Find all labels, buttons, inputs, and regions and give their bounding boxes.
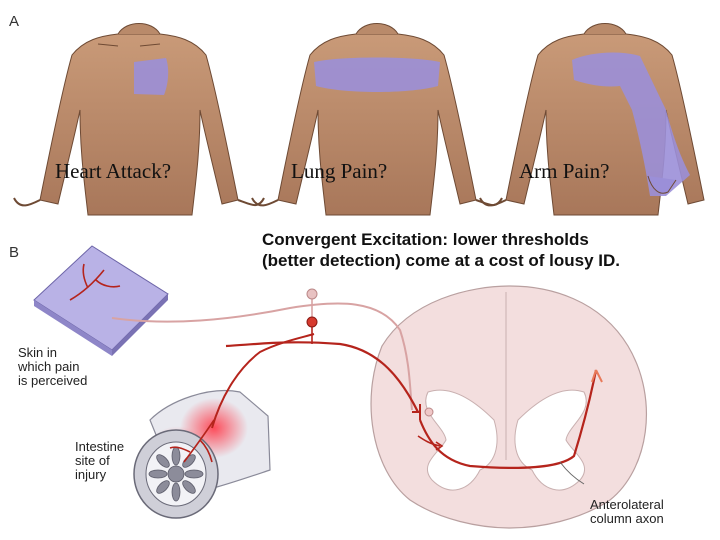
- skin-label-line: is perceived: [18, 373, 88, 388]
- skin-label-line: Skin in: [18, 345, 58, 360]
- axon-label-line: column axon: [590, 511, 664, 526]
- caption-heart-attack: Heart Attack?: [55, 159, 172, 183]
- skin-patch: [33, 245, 169, 356]
- intestine-label-line: site of: [75, 453, 110, 468]
- nerve-fibers: [111, 288, 603, 485]
- torso-heart-attack: [13, 23, 265, 216]
- caption-lung-pain: Lung Pain?: [291, 159, 388, 183]
- heart-pain-region: [134, 58, 169, 95]
- axon-label: Anterolateral column axon: [590, 498, 664, 526]
- panel-a-letter: A: [9, 13, 20, 30]
- caption-arm-pain: Arm Pain?: [519, 159, 610, 183]
- panel-b-letter: B: [9, 244, 20, 261]
- lung-pain-region: [314, 57, 440, 92]
- visceral-sensory-neuron-body: [306, 316, 318, 328]
- torso-lung-pain: [251, 23, 503, 216]
- skin-label: Skin in which pain is perceived: [18, 346, 87, 388]
- skin-sensory-neuron-body: [306, 288, 318, 300]
- intestine-label-line: injury: [75, 467, 107, 482]
- axon-label-line: Anterolateral: [590, 497, 664, 512]
- spinal-cord: [370, 285, 647, 529]
- arm-pain-region: [572, 52, 690, 196]
- skin-label-line: which pain: [18, 359, 80, 374]
- panel-b-title-line2: (better detection) come at a cost of lou…: [262, 251, 621, 270]
- intestine: [133, 390, 271, 519]
- panel-b-title-line1: Convergent Excitation: lower thresholds: [262, 230, 589, 249]
- intestine-label-line: Intestine: [75, 439, 125, 454]
- intestine-label: Intestine site of injury: [75, 440, 124, 482]
- torso-arm-pain: [479, 23, 705, 216]
